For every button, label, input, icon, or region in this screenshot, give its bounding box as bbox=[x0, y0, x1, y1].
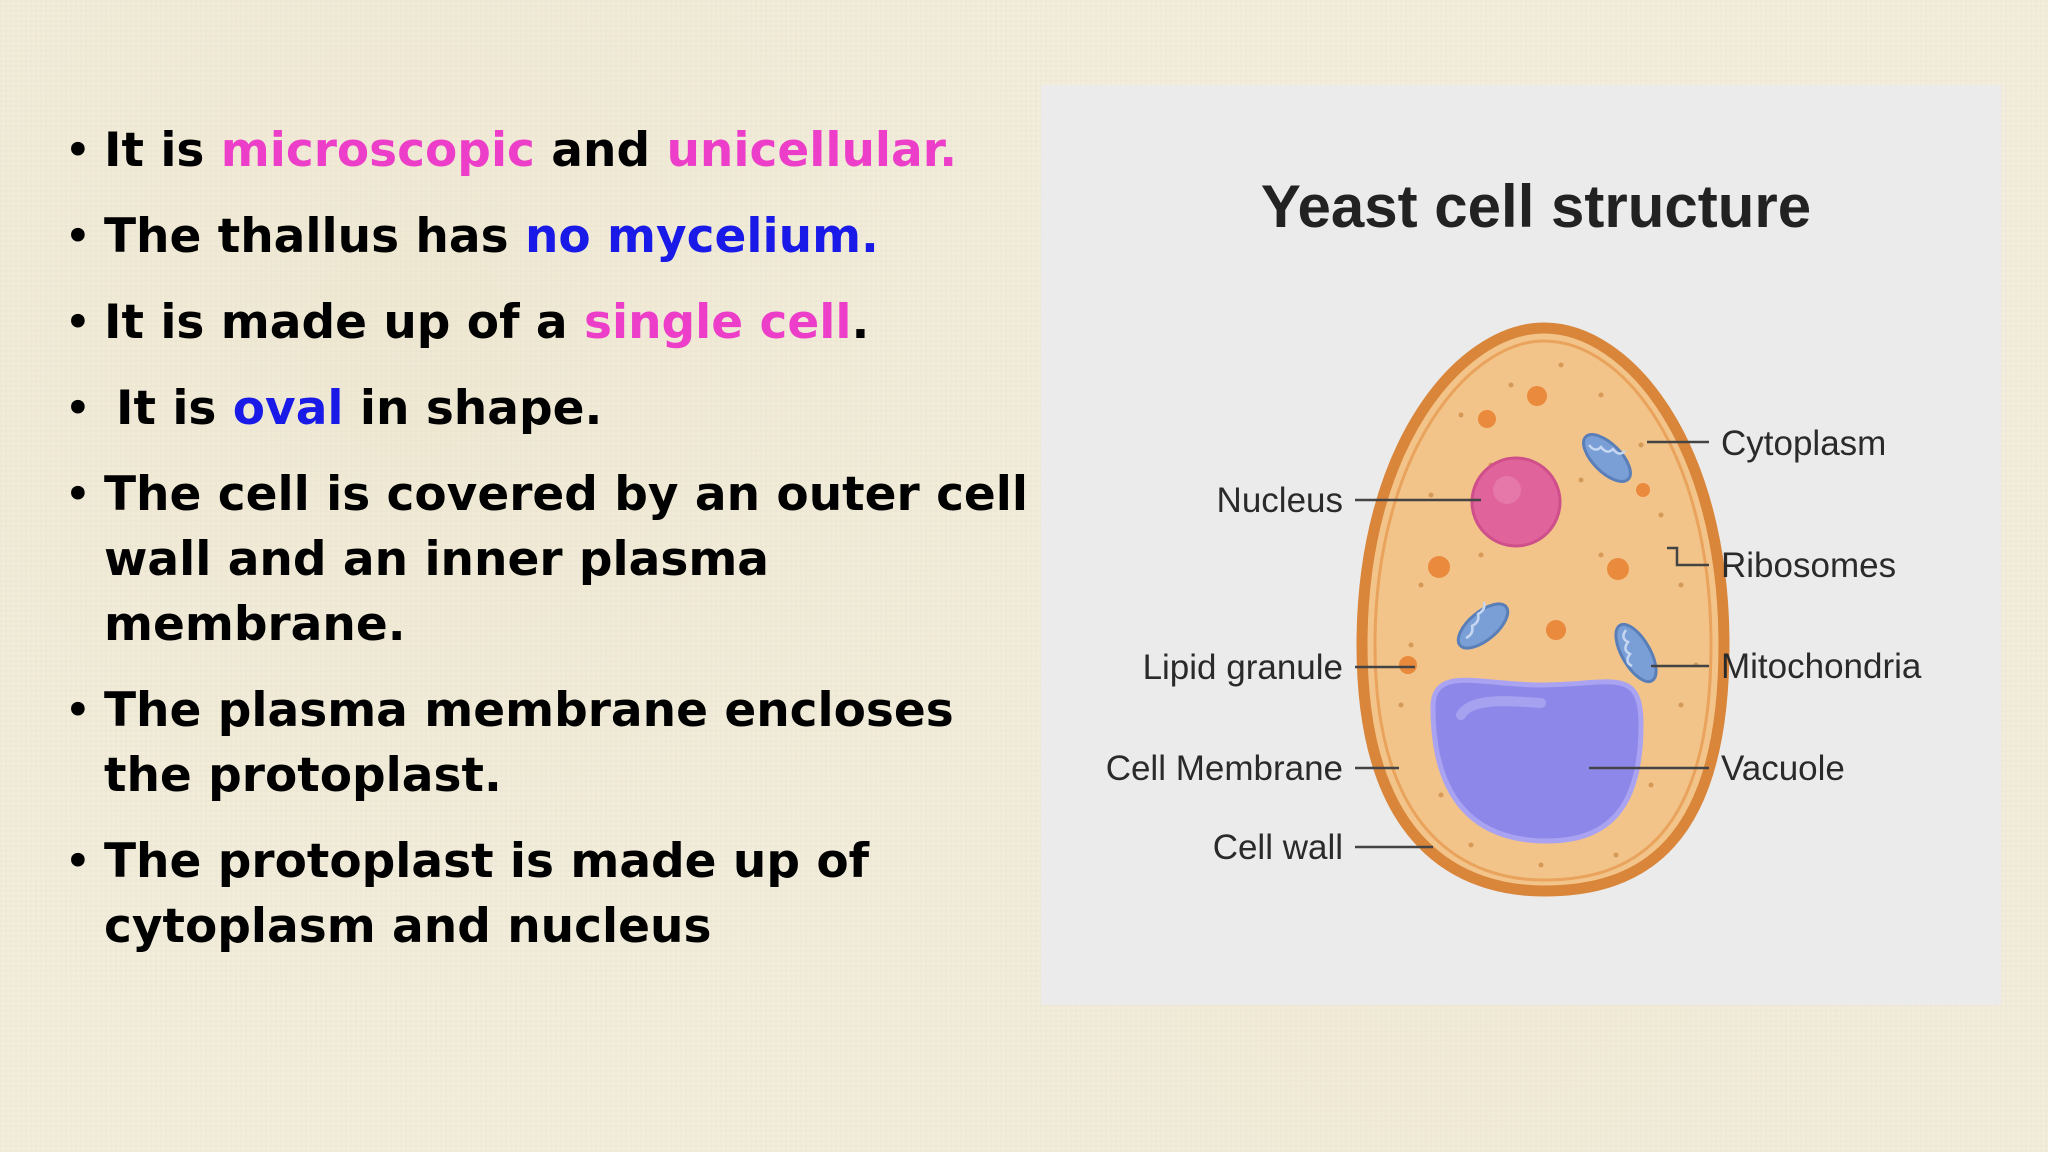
highlight-single-cell: single cell bbox=[583, 295, 852, 350]
yeast-cell-svg: Yeast cell structure bbox=[1106, 173, 1922, 897]
highlight-unicellular: unicellular. bbox=[666, 123, 958, 178]
highlight-no-mycelium: no mycelium. bbox=[524, 209, 879, 264]
bullet-text: in shape. bbox=[343, 381, 603, 436]
highlight-oval: oval bbox=[232, 381, 344, 436]
label-nucleus: Nucleus bbox=[1217, 481, 1343, 520]
bullet-text: The plasma membrane encloses the protopl… bbox=[104, 683, 954, 803]
bullet-item: It is microscopic and unicellular. bbox=[60, 118, 1050, 183]
cell-membrane-shape bbox=[1373, 339, 1713, 882]
mitochondria-shapes bbox=[1456, 433, 1658, 684]
bullet-item: The thallus has no mycelium. bbox=[60, 204, 1050, 269]
bullet-text: It is bbox=[104, 123, 221, 178]
label-cell-wall: Cell wall bbox=[1213, 828, 1343, 867]
bullet-item: The protoplast is made up of cytoplasm a… bbox=[60, 829, 1050, 959]
bullet-text: The protoplast is made up of cytoplasm a… bbox=[104, 834, 870, 954]
highlight-microscopic: microscopic bbox=[220, 123, 535, 178]
label-vacuole: Vacuole bbox=[1721, 749, 1845, 788]
nucleus-shape bbox=[1470, 456, 1562, 548]
vacuole-shape bbox=[1430, 677, 1644, 844]
bullet-item: The cell is covered by an outer cell wal… bbox=[60, 462, 1050, 657]
bullet-list: It is microscopic and unicellular. The t… bbox=[60, 118, 1050, 980]
label-cytoplasm: Cytoplasm bbox=[1721, 424, 1886, 463]
label-ribosomes: Ribosomes bbox=[1721, 546, 1896, 585]
yeast-cell-diagram: Yeast cell structure bbox=[1041, 85, 2001, 1005]
leader-ribosomes bbox=[1667, 546, 1709, 567]
bullet-item: It is oval in shape. bbox=[60, 376, 1050, 441]
bullet-text: It is made up of a bbox=[104, 295, 584, 350]
label-mitochondria: Mitochondria bbox=[1721, 647, 1922, 686]
bullet-text: The thallus has bbox=[104, 209, 525, 264]
bullet-text: . bbox=[851, 295, 870, 350]
bullet-text: The cell is covered by an outer cell wal… bbox=[104, 467, 1029, 652]
bullet-text: and bbox=[534, 123, 667, 178]
label-cell-membrane: Cell Membrane bbox=[1106, 749, 1343, 788]
bullet-item: The plasma membrane encloses the protopl… bbox=[60, 678, 1050, 808]
bullet-text: It is bbox=[116, 381, 233, 436]
nucleolus bbox=[1493, 476, 1521, 504]
diagram-title: Yeast cell structure bbox=[1261, 173, 1811, 240]
bullet-item: It is made up of a single cell. bbox=[60, 290, 1050, 355]
label-lipid-granule: Lipid granule bbox=[1143, 648, 1343, 687]
